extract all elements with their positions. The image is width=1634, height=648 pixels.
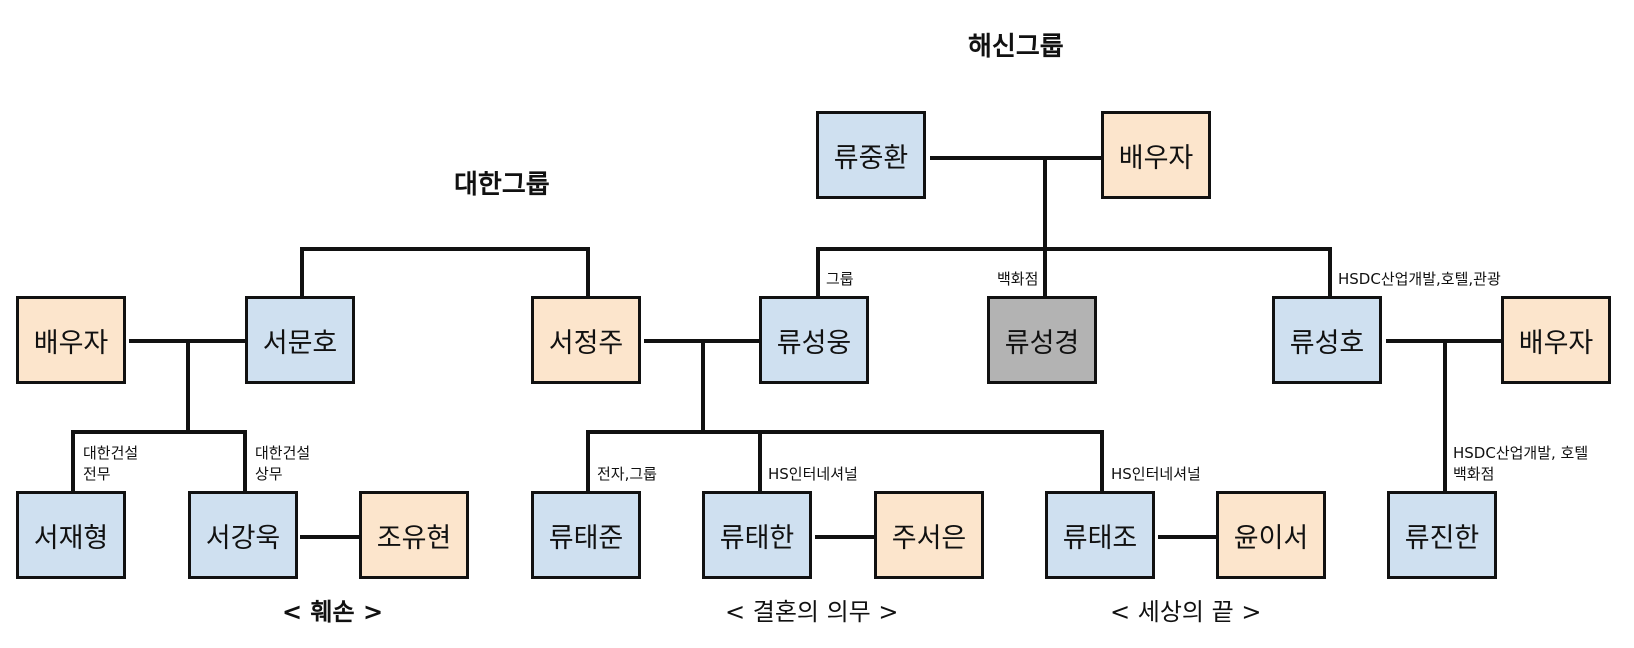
- note-taejun: 전자,그룹: [597, 465, 657, 483]
- person-seo-jaehyung: 서재형: [16, 491, 126, 579]
- person-ryu-taehan: 류태한: [702, 491, 812, 579]
- note-seongkyung: 백화점: [997, 270, 1039, 288]
- person-ju-seoeun: 주서은: [874, 491, 984, 579]
- person-ryu-junghwan: 류중환: [816, 111, 926, 199]
- person-seo-kanguk: 서강욱: [188, 491, 298, 579]
- person-ryu-seongkyung: 류성경: [987, 296, 1097, 384]
- person-seo-munho: 서문호: [245, 296, 355, 384]
- person-spouse-ryu-junghwan: 배우자: [1101, 111, 1211, 199]
- caption-marriage: < 결혼의 의무 >: [725, 598, 899, 626]
- person-yun-iseo: 윤이서: [1216, 491, 1326, 579]
- person-ryu-seongwoong: 류성웅: [759, 296, 869, 384]
- note-kanguk-line2: 상무: [255, 465, 283, 483]
- caption-damage: < 훼손 >: [282, 598, 384, 626]
- haesin-group-title: 해신그룹: [968, 32, 1064, 62]
- note-seongwoong: 그룹: [826, 270, 854, 288]
- person-ryu-seongho: 류성호: [1272, 296, 1382, 384]
- person-ryu-taejun: 류태준: [531, 491, 641, 579]
- person-spouse-ryu-seongho: 배우자: [1501, 296, 1611, 384]
- note-jinhan-line2: 백화점: [1453, 465, 1495, 483]
- note-taejo: HS인터네셔널: [1111, 465, 1201, 483]
- note-jaehyung-line2: 전무: [83, 465, 111, 483]
- note-seongho: HSDC산업개발,호텔,관광: [1338, 270, 1501, 288]
- person-jo-yuhyun: 조유현: [359, 491, 469, 579]
- daehan-group-title: 대한그룹: [454, 170, 550, 200]
- note-jaehyung-line1: 대한건설: [83, 444, 139, 462]
- person-ryu-jinhan: 류진한: [1387, 491, 1497, 579]
- person-ryu-taejo: 류태조: [1045, 491, 1155, 579]
- person-seo-jeongju: 서정주: [531, 296, 641, 384]
- note-taehan: HS인터네셔널: [768, 465, 858, 483]
- note-jinhan-line1: HSDC산업개발, 호텔: [1453, 444, 1589, 462]
- note-kanguk-line1: 대한건설: [255, 444, 311, 462]
- caption-world-end: < 세상의 끝 >: [1110, 598, 1262, 626]
- person-spouse-seo-munho: 배우자: [16, 296, 126, 384]
